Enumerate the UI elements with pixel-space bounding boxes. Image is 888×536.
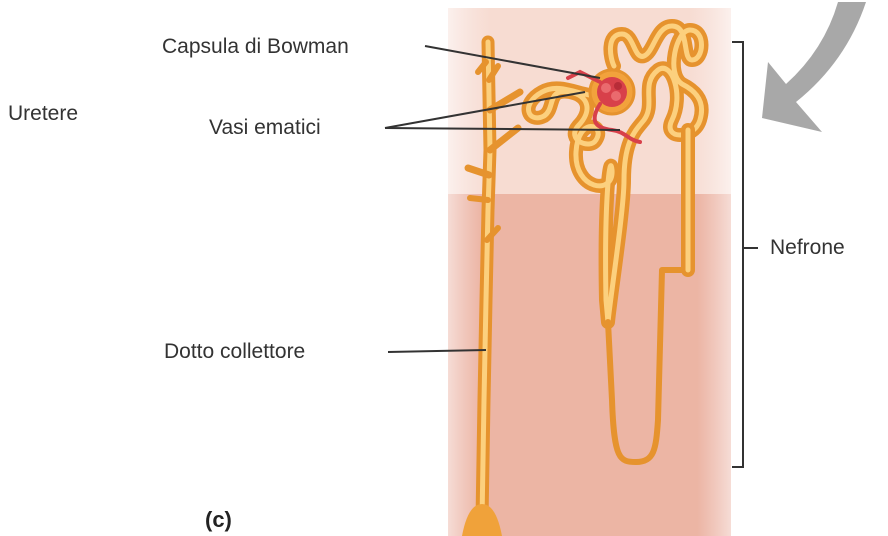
label-bowman-capsule: Capsula di Bowman [162, 36, 349, 57]
panel-label: (c) [205, 507, 232, 533]
label-collecting-duct: Dotto collettore [164, 341, 305, 362]
curved-arrow-icon [762, 2, 866, 132]
label-ureter: Uretere [8, 103, 78, 124]
nephron-bracket [732, 42, 758, 467]
label-blood-vessels: Vasi ematici [209, 117, 321, 138]
label-nephron: Nefrone [770, 237, 845, 258]
